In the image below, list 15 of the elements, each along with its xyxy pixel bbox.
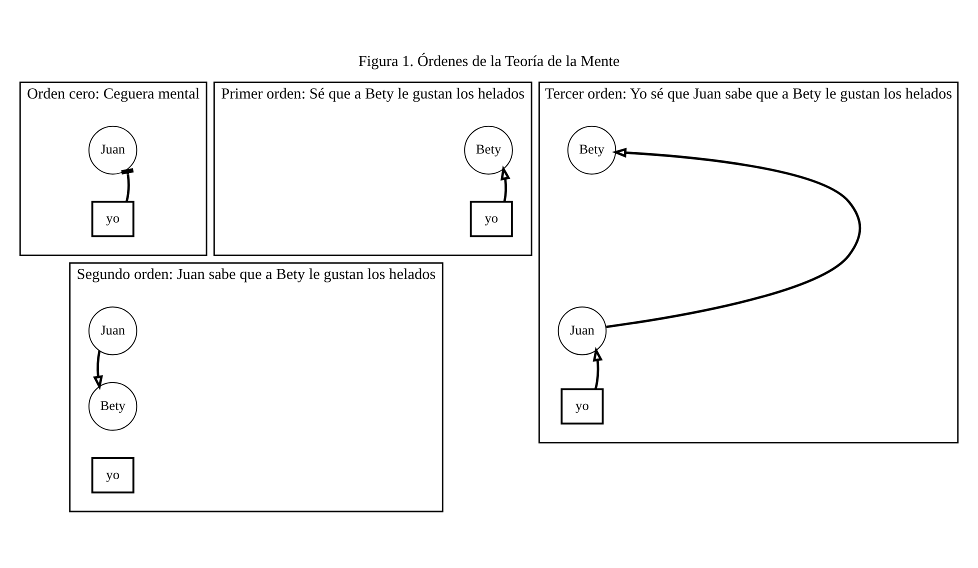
node-circle: Bety xyxy=(88,382,138,430)
node-box: yo xyxy=(91,200,134,237)
node-circle: Juan xyxy=(558,306,607,355)
node-circle: Bety xyxy=(464,125,513,174)
arrow xyxy=(592,346,603,389)
node-box: yo xyxy=(91,456,134,493)
node-box: yo xyxy=(560,388,604,424)
connector xyxy=(121,168,134,202)
node-box: yo xyxy=(470,200,513,237)
arrow xyxy=(93,350,103,390)
arrow xyxy=(606,147,862,328)
arrow xyxy=(500,165,510,202)
node-circle: Bety xyxy=(567,125,616,174)
diagram-title: Figura 1. Órdenes de la Teoría de la Mente xyxy=(358,52,620,70)
node-circle: Juan xyxy=(88,306,138,355)
